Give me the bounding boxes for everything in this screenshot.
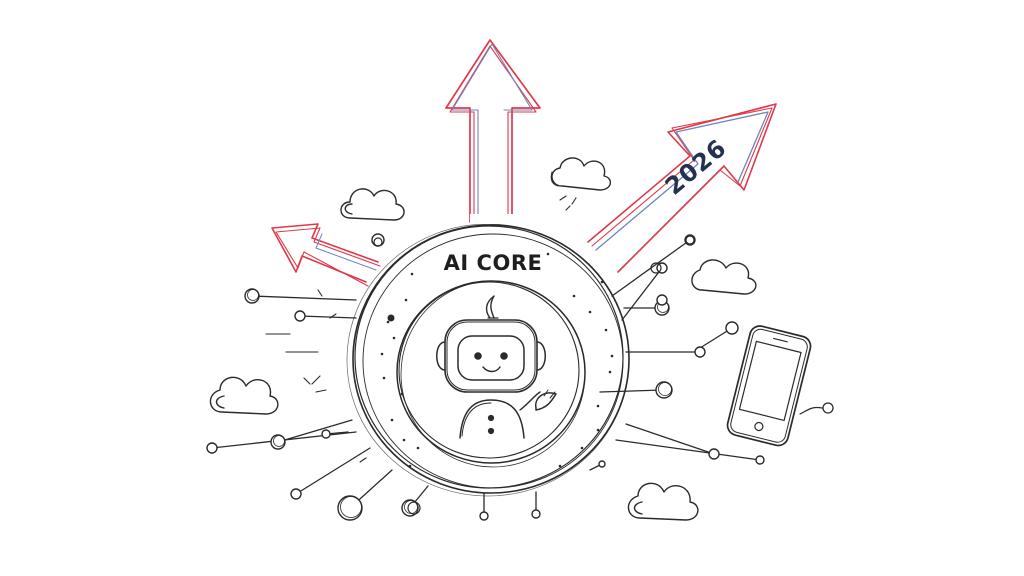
- cloud-icon: [209, 376, 279, 415]
- smartphone-icon: [726, 325, 812, 447]
- network-link: [599, 389, 665, 393]
- texture-dot: [558, 464, 562, 468]
- core-texture-dots: [380, 252, 614, 468]
- texture-dot: [390, 418, 394, 422]
- network-link: [615, 439, 761, 461]
- network-node-icon: [401, 499, 419, 517]
- network-node-icon: [340, 496, 362, 518]
- texture-dot: [604, 328, 608, 332]
- cloud-icon: [340, 188, 405, 221]
- network-node-icon: [290, 488, 302, 500]
- network-link: [277, 419, 353, 443]
- network-node-icon: [407, 501, 421, 515]
- texture-dot: [402, 438, 406, 442]
- texture-dot: [410, 272, 414, 276]
- network-node-icon: [656, 294, 668, 306]
- network-node-icon: [655, 381, 673, 399]
- network-link: [251, 295, 357, 301]
- texture-dot: [382, 376, 386, 380]
- network-nodes: [206, 233, 765, 521]
- right-growth-arrow-icon: [587, 103, 777, 273]
- texture-dot: [580, 446, 584, 450]
- network-node-icon: [708, 448, 720, 460]
- network-node-icon: [694, 346, 706, 358]
- network-node-icon: [822, 402, 834, 414]
- network-node-icon: [206, 442, 218, 454]
- texture-dot: [588, 310, 592, 314]
- network-node-icon: [755, 455, 765, 465]
- ai-core-label: AI CORE: [444, 251, 543, 275]
- texture-dot: [392, 336, 396, 340]
- texture-dot: [408, 464, 412, 468]
- network-node-icon: [531, 509, 541, 519]
- network-node-icon: [371, 233, 385, 247]
- network-link: [621, 267, 663, 321]
- ai-core-inner-ring: [396, 280, 586, 468]
- network-node-icon: [247, 289, 259, 301]
- network-link: [295, 447, 371, 495]
- cloud-icon: [627, 482, 699, 521]
- network-node-icon: [598, 460, 606, 468]
- texture-dot: [596, 428, 600, 432]
- network-node-icon: [658, 382, 672, 396]
- decorative-scribbles: [265, 171, 577, 463]
- texture-dot: [600, 280, 604, 284]
- texture-dot: [404, 298, 408, 302]
- year-label: 2026: [660, 134, 732, 201]
- network-node-icon: [321, 429, 331, 439]
- texture-dot: [380, 352, 384, 356]
- texture-dot: [386, 320, 390, 324]
- network-node-icon: [685, 235, 695, 245]
- texture-dot: [572, 294, 576, 298]
- network-node-icon: [656, 262, 668, 274]
- network-node-icon: [479, 511, 489, 521]
- texture-dot: [546, 252, 550, 256]
- network-node-icon: [337, 495, 363, 521]
- network-node-icon: [373, 237, 383, 247]
- left-growth-arrow-icon: [271, 223, 381, 287]
- network-node-icon: [725, 321, 739, 335]
- texture-dot: [387, 314, 395, 322]
- network-node-icon: [684, 234, 696, 246]
- network-link: [299, 315, 357, 319]
- cloud-icon: [691, 259, 757, 295]
- center-growth-arrow-icon: [445, 39, 541, 223]
- robot-icon: [436, 295, 557, 439]
- network-node-icon: [273, 435, 285, 447]
- texture-dot: [608, 370, 612, 374]
- network-node-icon: [650, 262, 662, 274]
- texture-dot: [416, 446, 420, 450]
- texture-dot: [610, 354, 614, 358]
- network-node-icon: [294, 310, 306, 322]
- cloud-icon: [551, 157, 611, 191]
- texture-dot: [596, 404, 600, 408]
- network-link: [625, 423, 715, 455]
